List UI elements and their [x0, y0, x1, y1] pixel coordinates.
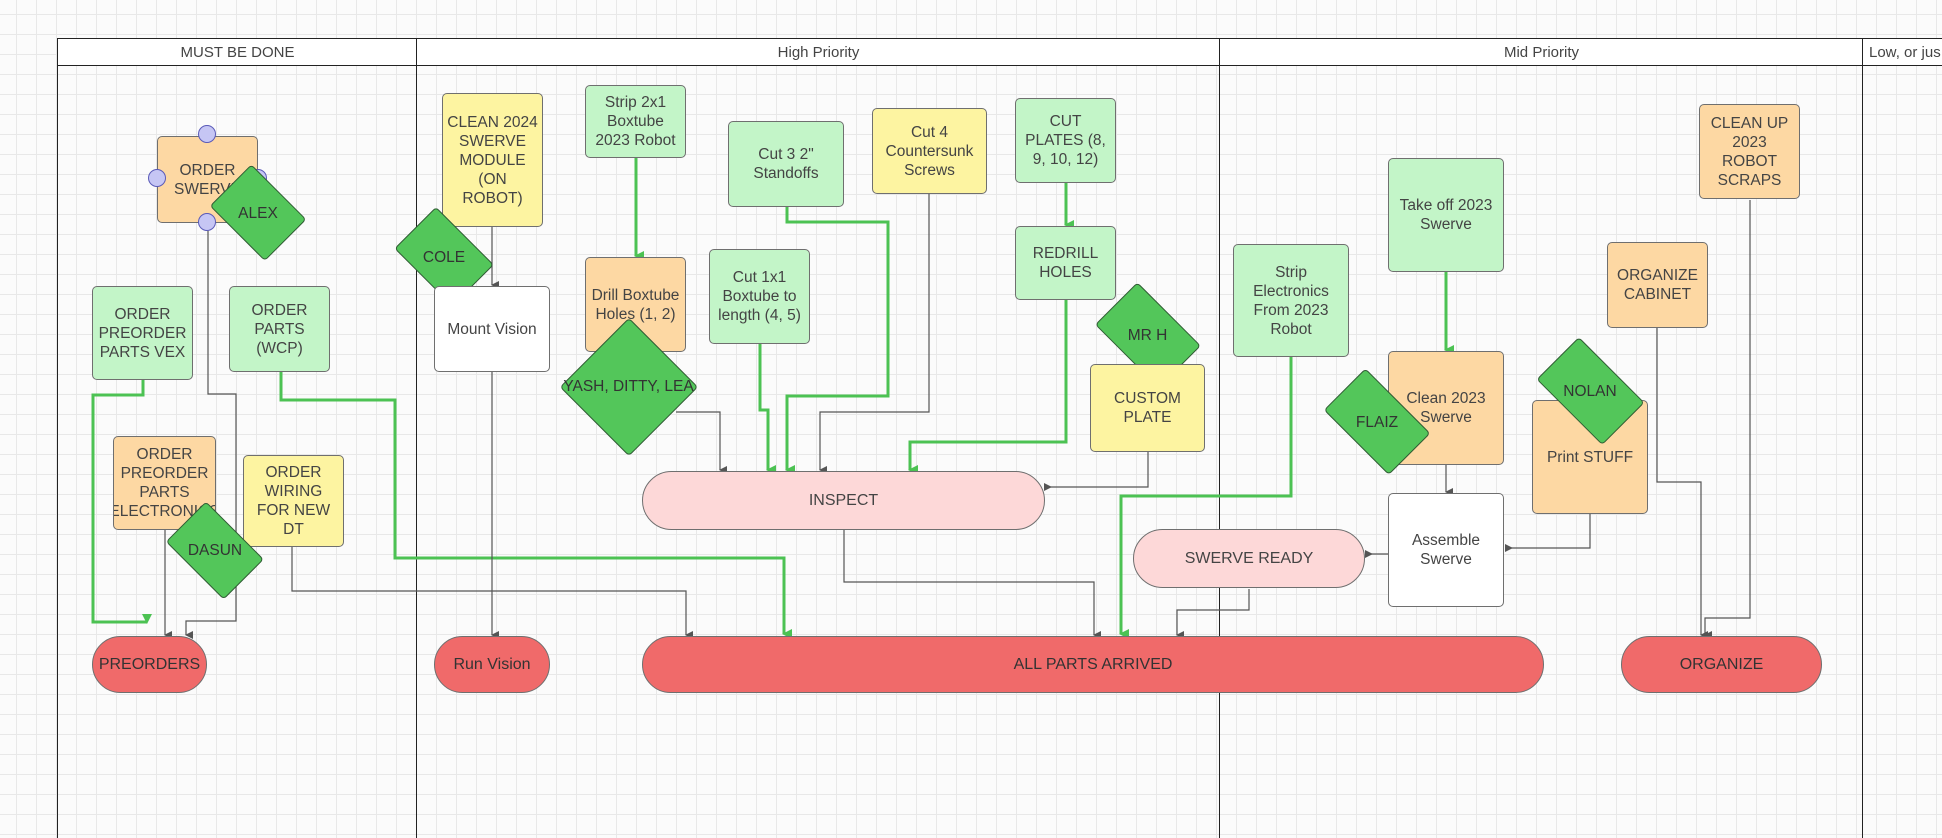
lane-high-priority — [416, 38, 1220, 838]
lane-header-mid-priority: Mid Priority — [1219, 38, 1863, 66]
task-cut-standoffs[interactable]: Cut 3 2" Standoffs — [728, 121, 844, 207]
task-strip-electronics[interactable]: Strip Electronics From 2023 Robot — [1233, 244, 1349, 357]
connector-redrill-to-inspect — [908, 300, 1068, 475]
milestone-run-vision[interactable]: Run Vision — [434, 636, 550, 693]
person-dasun-label: DASUN — [187, 541, 243, 559]
connector-scraps-to-organize — [1704, 200, 1751, 639]
task-redrill-holes[interactable]: REDRILL HOLES — [1015, 226, 1116, 300]
connector-swerve-ready-to-all-parts — [1176, 589, 1250, 639]
task-order-wiring[interactable]: ORDER WIRING FOR NEW DT — [243, 455, 344, 547]
task-custom-plate[interactable]: CUSTOM PLATE — [1090, 364, 1205, 452]
connector-vex-to-preorders — [91, 380, 152, 624]
task-order-parts-wcp[interactable]: ORDER PARTS (WCP) — [229, 286, 330, 372]
task-take-off-2023-swerve[interactable]: Take off 2023 Swerve — [1388, 158, 1504, 272]
step-inspect[interactable]: INSPECT — [642, 471, 1045, 530]
person-nolan[interactable]: NOLAN — [1525, 350, 1655, 433]
connector-cabinet-to-organize — [1656, 328, 1708, 639]
lane-must-be-done — [57, 38, 417, 838]
task-strip-2x1-boxtube[interactable]: Strip 2x1 Boxtube 2023 Robot — [585, 85, 686, 158]
connector-cut1x1-to-inspect — [758, 344, 776, 475]
person-yash-ditty-lea[interactable]: YASH, DITTY, LEA — [560, 318, 697, 455]
task-cut-plates[interactable]: CUT PLATES (8, 9, 10, 12) — [1015, 98, 1116, 183]
task-order-preorder-vex[interactable]: ORDER PREORDER PARTS VEX — [92, 286, 193, 380]
connector-standoffs-to-inspect — [785, 207, 890, 475]
person-alex-label: ALEX — [238, 204, 278, 222]
person-dasun[interactable]: DASUN — [158, 511, 272, 589]
milestone-organize[interactable]: ORGANIZE — [1621, 636, 1822, 693]
lane-header-high-priority: High Priority — [416, 38, 1220, 66]
selection-handle-top[interactable] — [198, 125, 216, 143]
lane-low-priority — [1862, 38, 1942, 838]
lane-header-must-be-done: MUST BE DONE — [57, 38, 417, 66]
task-mount-vision[interactable]: Mount Vision — [434, 286, 550, 372]
person-flaiz[interactable]: FLAIZ — [1313, 381, 1441, 463]
connector-countersunk-to-inspect — [819, 194, 930, 474]
task-organize-cabinet[interactable]: ORGANIZE CABINET — [1607, 242, 1708, 328]
person-cole[interactable]: COLE — [387, 216, 501, 298]
selection-handle-left[interactable] — [148, 169, 166, 187]
milestone-all-parts-arrived[interactable]: ALL PARTS ARRIVED — [642, 636, 1544, 693]
person-cole-label: COLE — [422, 248, 466, 266]
person-nolan-label: NOLAN — [1563, 383, 1617, 400]
connector-electronics-to-all-parts — [1119, 357, 1293, 639]
task-clean-up-robot-scraps[interactable]: CLEAN UP 2023 ROBOT SCRAPS — [1699, 104, 1800, 199]
task-clean-2024-swerve[interactable]: CLEAN 2024 SWERVE MODULE (ON ROBOT) — [442, 93, 543, 227]
connector-inspect-to-all-parts — [843, 530, 1101, 639]
connector-print-to-assemble — [1505, 514, 1591, 552]
person-yash-label: YASH, DITTY, LEA — [563, 378, 694, 395]
connector-wiring-to-all-parts — [291, 547, 693, 639]
task-assemble-swerve[interactable]: Assemble Swerve — [1388, 493, 1504, 607]
task-cut-1x1-boxtube[interactable]: Cut 1x1 Boxtube to length (4, 5) — [709, 249, 810, 344]
lane-header-low-priority: Low, or jus — [1862, 38, 1942, 66]
person-mr-h-label: MR H — [1127, 327, 1168, 344]
task-cut-countersunk-screws[interactable]: Cut 4 Countersunk Screws — [872, 108, 987, 194]
person-alex[interactable]: ALEX — [204, 172, 312, 254]
connector-custom-to-inspect — [1044, 452, 1149, 491]
step-swerve-ready[interactable]: SWERVE READY — [1133, 529, 1365, 588]
person-mr-h[interactable]: MR H — [1085, 294, 1210, 377]
person-flaiz-label: FLAIZ — [1355, 413, 1399, 431]
lane-mid-priority — [1219, 38, 1863, 838]
connector-wcp-to-all-parts — [279, 372, 792, 639]
connector-layer — [91, 158, 1751, 639]
connector-swerve-to-preorders — [185, 231, 237, 639]
milestone-preorders[interactable]: PREORDERS — [92, 636, 207, 693]
